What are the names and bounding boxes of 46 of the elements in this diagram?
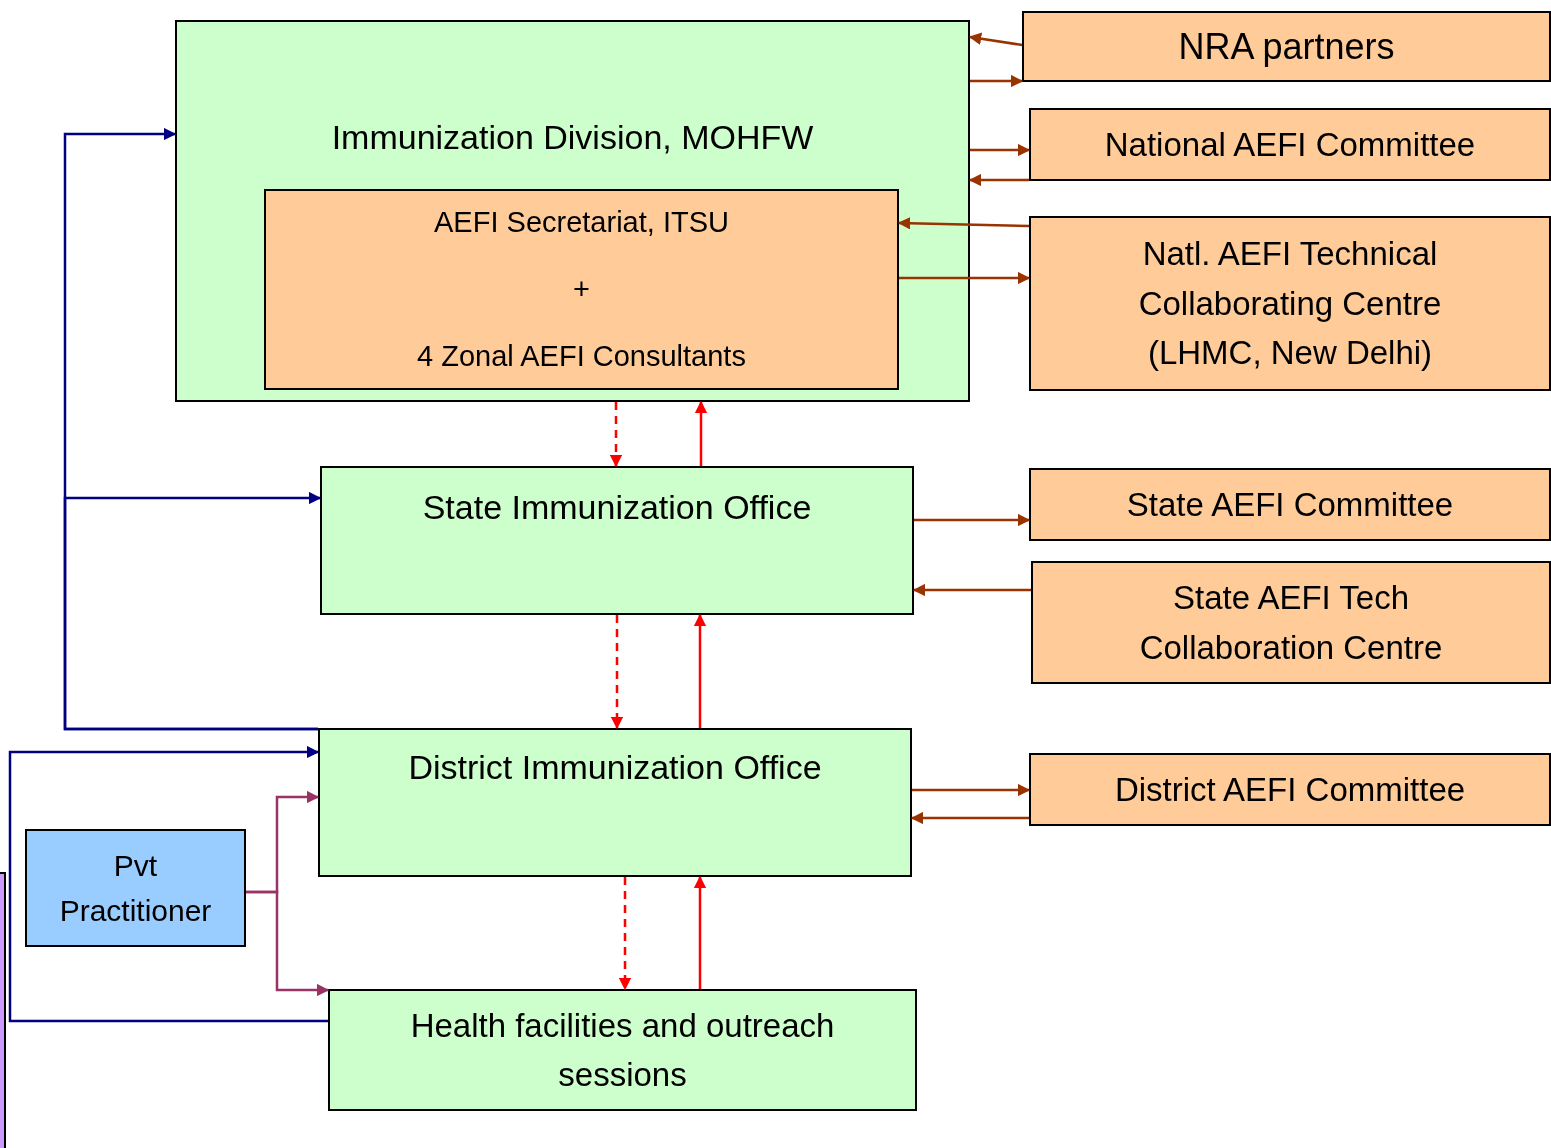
arrow — [897, 217, 1030, 230]
committee-box — [1031, 561, 1551, 684]
committee-box — [1029, 753, 1551, 826]
office-box — [320, 466, 914, 615]
arrow — [63, 491, 322, 731]
side-panel — [0, 872, 6, 1148]
committee-box — [1029, 108, 1551, 181]
node-label: District Immunization Office — [408, 747, 822, 788]
secretariat-box — [264, 189, 899, 390]
node-label: District AEFI Committee — [1114, 769, 1466, 810]
office-box — [318, 728, 912, 877]
node-label: Health facilities and outreach sessions — [409, 1005, 836, 1095]
arrow — [618, 877, 632, 991]
node-label: AEFI Secretariat, ITSU — [434, 205, 729, 240]
node-label: State Immunization Office — [422, 487, 812, 528]
arrow — [610, 615, 624, 730]
committee-box — [1029, 216, 1551, 391]
committee-box — [1022, 11, 1551, 82]
node-label: Immunization Division, MOHFW — [331, 117, 814, 158]
arrow — [899, 271, 1031, 285]
node-label: 4 Zonal AEFI Consultants — [417, 338, 746, 374]
arrow — [912, 783, 1031, 797]
arrow — [609, 402, 623, 468]
arrow — [8, 745, 328, 1023]
committee-box — [1029, 468, 1551, 541]
arrow — [968, 32, 1023, 47]
division-box — [175, 20, 970, 402]
arrow — [910, 811, 1029, 825]
node-label: National AEFI Committee — [1104, 124, 1476, 165]
arrow — [912, 583, 1031, 597]
arrow — [693, 875, 707, 989]
arrow — [970, 143, 1031, 157]
arrow — [914, 513, 1031, 527]
facility-box — [328, 989, 917, 1111]
arrow — [246, 890, 330, 997]
node-label: Pvt Practitioner — [58, 848, 213, 929]
arrow — [970, 74, 1024, 88]
arrow — [968, 173, 1029, 187]
practitioner-box — [25, 829, 246, 947]
node-label: State AEFI Committee — [1126, 484, 1454, 525]
node-label: State AEFI Tech Collaboration Centre — [1138, 578, 1444, 668]
node-label: + — [573, 271, 590, 307]
arrow — [693, 613, 707, 728]
node-label: NRA partners — [1178, 24, 1395, 69]
arrow — [694, 400, 708, 466]
node-label: Natl. AEFI Technical Collaborating Centre (LHMC, New Delhi) — [1137, 234, 1443, 374]
